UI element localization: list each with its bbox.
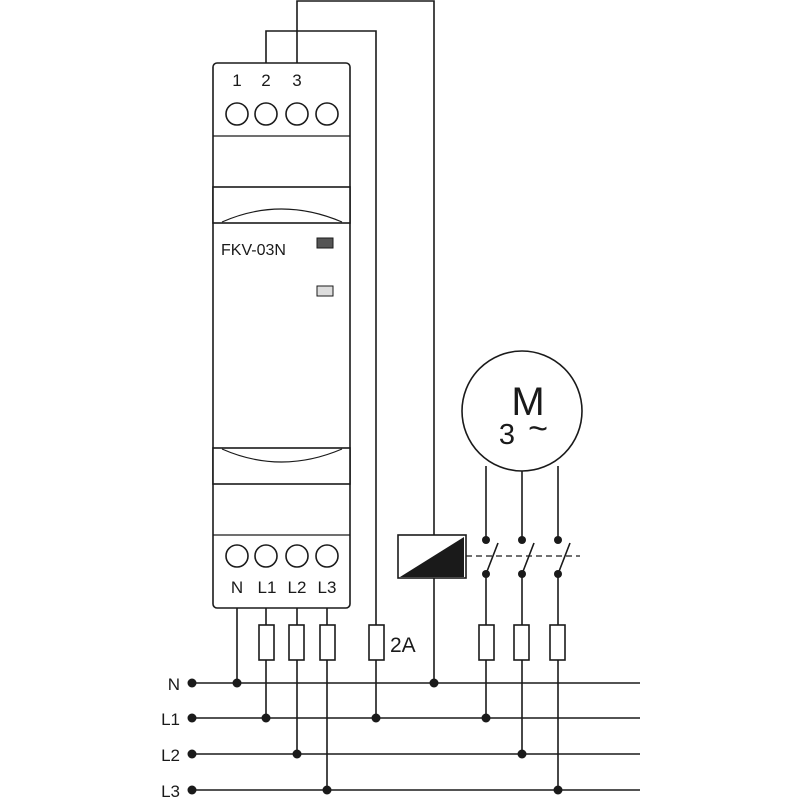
coil-fill-triangle (400, 537, 464, 577)
bottom-terminal-screw-l2 (285, 544, 309, 568)
motor-phase-count: 3 (499, 419, 515, 451)
top-terminal-screw-1 (225, 102, 249, 126)
contactor-coil (397, 534, 467, 683)
bottom-terminal-label-l1: L1 (258, 578, 277, 597)
bus-start-l2 (187, 749, 197, 759)
fuse-device-l1 (258, 624, 275, 661)
bottom-terminal-screw-l1 (254, 544, 278, 568)
junction (261, 713, 271, 723)
junction (429, 678, 439, 688)
relay-device: FKV-03N 1 2 3 N L1 L2 L3 (212, 62, 351, 609)
wire-terminal-3-to-coil (296, 0, 435, 535)
motor-ac-symbol: ~ (528, 410, 548, 448)
fuse-motor-l1 (478, 624, 495, 661)
top-terminal-screw-4 (315, 102, 339, 126)
fuse-control-2a (368, 624, 385, 661)
top-terminal-screw-2 (254, 102, 278, 126)
bus-start-l1 (187, 713, 197, 723)
bus-label-l2: L2 (161, 746, 180, 765)
junction (232, 678, 242, 688)
bus-label-n: N (168, 675, 180, 694)
led-indicator-on (316, 237, 334, 249)
fuse-motor-l3 (549, 624, 566, 661)
supply-bus: N L1 L2 L3 (161, 675, 640, 800)
fuse-motor-l2 (513, 624, 530, 661)
junction (292, 749, 302, 759)
bottom-terminal-screw-l3 (315, 544, 339, 568)
junction (481, 713, 491, 723)
wire-terminal-2-to-fuse (265, 30, 377, 625)
junction (553, 785, 563, 795)
motor-letter: M (511, 380, 544, 424)
bus-label-l1: L1 (161, 710, 180, 729)
led-indicator-off (316, 285, 334, 297)
fuse-device-l3 (319, 624, 336, 661)
motor: M 3 ~ (461, 350, 583, 472)
junction (371, 713, 381, 723)
fuse-rating-label: 2A (390, 634, 416, 657)
contactor-contacts (466, 536, 580, 578)
junction (322, 785, 332, 795)
bus-start-n (187, 678, 197, 688)
fuse-device-l2 (288, 624, 305, 661)
top-terminal-label-3: 3 (292, 71, 301, 90)
bus-label-l3: L3 (161, 782, 180, 800)
top-terminal-label-2: 2 (261, 71, 270, 90)
bottom-terminal-screw-n (225, 544, 249, 568)
bottom-terminal-label-l2: L2 (288, 578, 307, 597)
device-model-label: FKV-03N (221, 242, 286, 259)
top-terminal-screw-3 (285, 102, 309, 126)
junction (517, 749, 527, 759)
top-terminal-label-1: 1 (232, 71, 241, 90)
bottom-terminal-label-n: N (231, 578, 243, 597)
device-housing (212, 62, 351, 609)
bottom-terminal-label-l3: L3 (318, 578, 337, 597)
bus-start-l3 (187, 785, 197, 795)
